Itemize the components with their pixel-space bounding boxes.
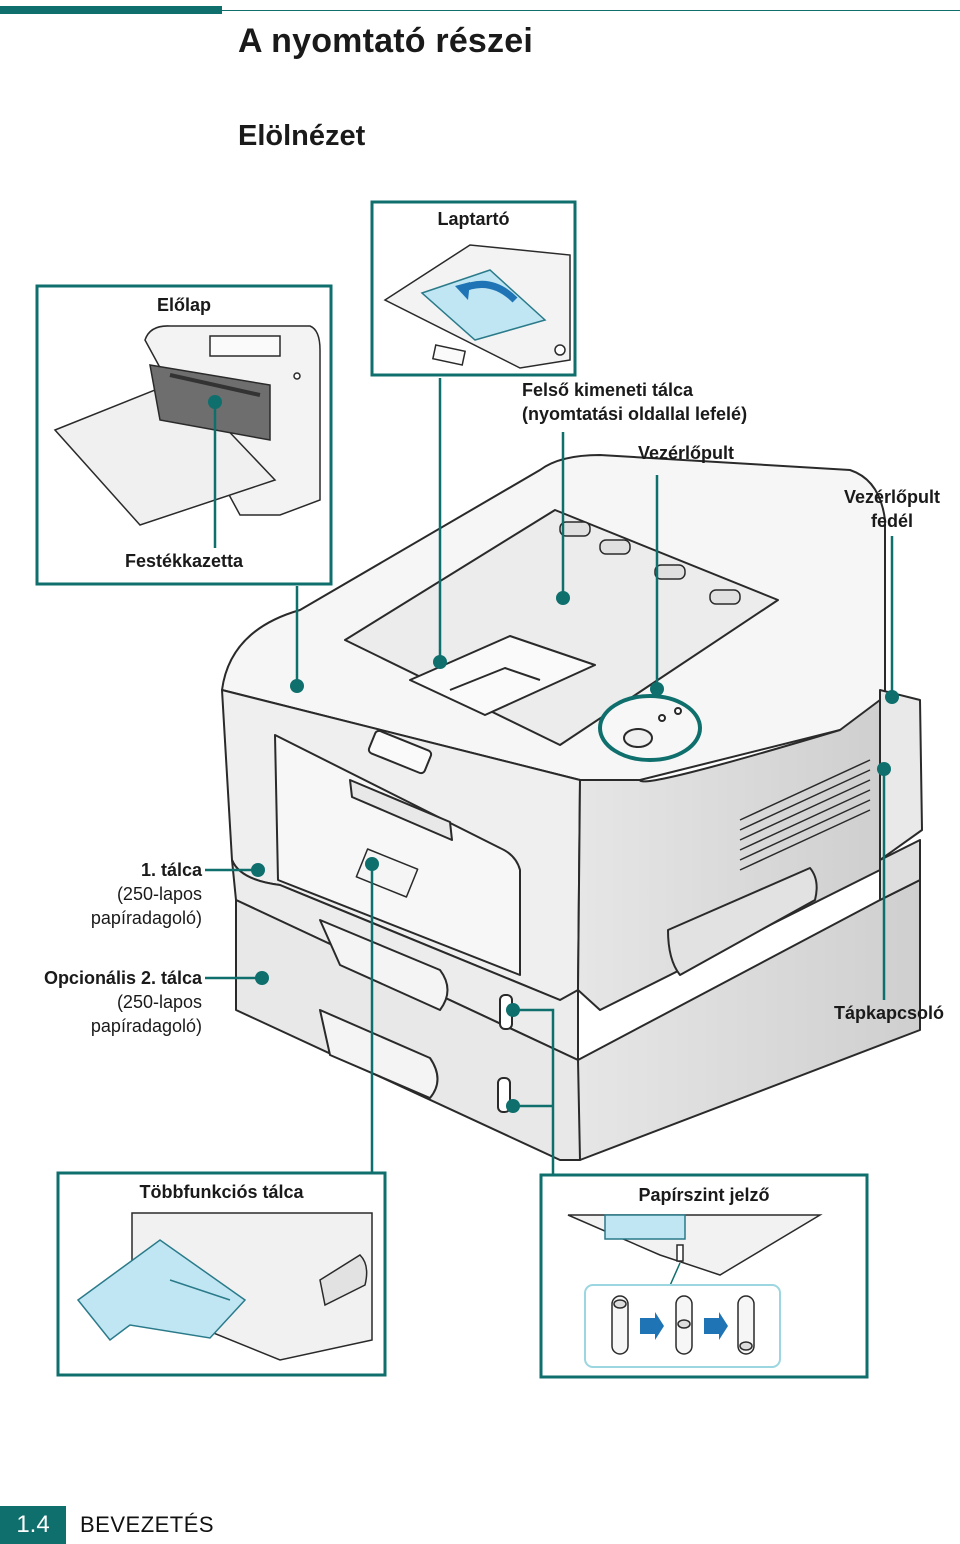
label-laptarto: Laptartó (437, 209, 510, 229)
side-handle (667, 867, 818, 976)
front-handle (367, 729, 433, 775)
page-title: A nyomtató részei (238, 22, 533, 60)
label-talca1-line2: (250-lapos (116, 884, 202, 904)
footer-page-number: 1.4 (16, 1511, 50, 1538)
label-talca2-line3: papíradagoló) (90, 1016, 202, 1036)
label-felso-talca-line2: (nyomtatási oldallal lefelé) (522, 404, 748, 424)
header-accent-bar (0, 6, 222, 14)
label-elolap: Előlap (156, 295, 211, 315)
footer-page-box (0, 1506, 66, 1544)
label-talca1-line1: 1. tálca (140, 860, 202, 880)
label-vezerlopult-fedel-line2: fedél (870, 511, 913, 531)
callout-papirszint (539, 1173, 869, 1379)
control-panel (598, 694, 702, 762)
label-talca1-line3: papíradagoló) (90, 908, 202, 928)
leader-lines (205, 378, 894, 1175)
label-papirszint: Papírszint jelző (638, 1185, 770, 1205)
callout-tobbfunkcios (56, 1171, 387, 1377)
label-vezerlopult-fedel-line1: Vezérlőpult (843, 487, 941, 507)
control-cover (879, 689, 923, 861)
label-vezerlopult: Vezérlőpult (638, 443, 735, 463)
label-vezerlopult-fedel: Vezérlőpult fedél (830, 485, 954, 533)
label-talca2-line2: (250-lapos (116, 992, 202, 1012)
label-tapkapcsolo: Tápkapcsoló (834, 1003, 945, 1023)
front-cover (274, 734, 521, 976)
side-vents (739, 759, 871, 871)
label-felso-talca-line1: Felső kimeneti tálca (522, 380, 694, 400)
paper-support (409, 635, 596, 716)
label-talca1: 1. tálca (250-lapos papíradagoló) (20, 858, 202, 930)
label-talca2: Opcionális 2. tálca (250-lapos papíradag… (10, 966, 202, 1038)
label-talca2-line1: Opcionális 2. tálca (43, 968, 202, 988)
base-side (577, 879, 921, 1161)
section-title: Elölnézet (238, 120, 366, 152)
callout-laptarto (370, 200, 577, 377)
footer-section: BEVEZETÉS (80, 1512, 215, 1537)
output-rollers (559, 521, 741, 605)
label-festekkazetta: Festékkazetta (124, 551, 244, 571)
label-felso-talca: Felső kimeneti tálca (nyomtatási oldalla… (522, 378, 747, 426)
callout-dots (208, 395, 899, 1113)
header-rule (222, 10, 960, 11)
printer-illustration (221, 454, 923, 1161)
label-tobbfunkcios: Többfunkciós tálca (139, 1182, 304, 1202)
callout-elolap (35, 284, 333, 586)
